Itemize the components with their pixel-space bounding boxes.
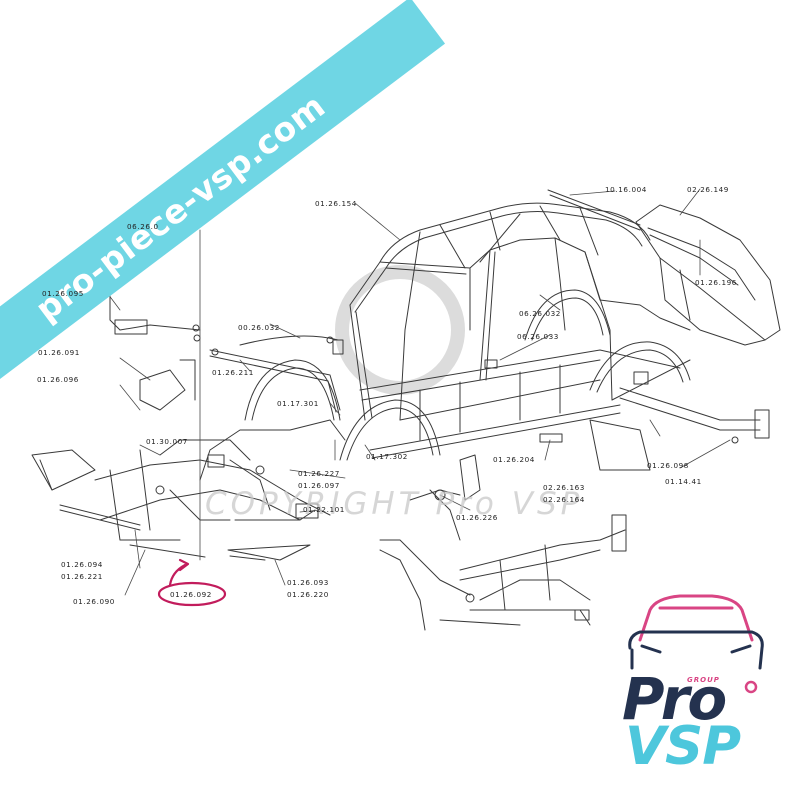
rear-subframe-drawing [379, 454, 627, 631]
part-label-01-22-101[interactable]: 01.22.101 [303, 505, 345, 514]
part-label-01-26-090[interactable]: 01.26.090 [73, 597, 115, 606]
part-label-01-26-094[interactable]: 01.26.094 [61, 560, 103, 569]
part-label-01-26-204[interactable]: 01.26.204 [493, 455, 535, 464]
part-label-01-26-221[interactable]: 01.26.221 [61, 572, 103, 581]
part-label-02-26-149[interactable]: 02.26.149 [687, 185, 729, 194]
part-label-01-30-007[interactable]: 01.30.007 [146, 437, 188, 446]
part-label-01-26-211[interactable]: 01.26.211 [212, 368, 254, 377]
part-label-01-26-098[interactable]: 01.26.098 [647, 461, 689, 470]
watermark-circle [335, 265, 465, 395]
logo-pro-text: Pro [622, 665, 727, 733]
part-label-02-26-164[interactable]: 02.26.164 [543, 495, 585, 504]
part-label-01-26-097[interactable]: 01.26.097 [298, 481, 340, 490]
part-label-06-26-032[interactable]: 06.26.032 [519, 309, 561, 318]
part-label-01-14-41[interactable]: 01.14.41 [665, 477, 702, 486]
leader-lines [104, 188, 731, 596]
copyright-watermark: COPYRIGHT Pro VSP [205, 486, 584, 522]
front-bar-drawing [209, 335, 341, 413]
part-label-06-26-033[interactable]: 06.26.033 [517, 332, 559, 341]
logo-car-drawing [628, 594, 764, 694]
part-label-01-26-226[interactable]: 01.26.226 [456, 513, 498, 522]
part-label-01-26-096[interactable]: 01.26.096 [37, 375, 79, 384]
part-label-06-26-0[interactable]: 06.26.0 [127, 222, 159, 231]
part-label-10-16-004[interactable]: 10.16.004 [605, 185, 647, 194]
part-label-01-26-092-highlighted[interactable]: 01.26.092 [170, 590, 212, 599]
rear-panel-drawing [547, 189, 781, 346]
part-label-01-17-302[interactable]: 01.17.302 [366, 452, 408, 461]
part-label-00-26-032[interactable]: 00.26.032 [238, 323, 280, 332]
part-label-01-26-093[interactable]: 01.26.093 [287, 578, 329, 587]
part-label-01-17-301[interactable]: 01.17.301 [277, 399, 319, 408]
highlight-marker [157, 558, 227, 607]
part-label-01-26-220[interactable]: 01.26.220 [287, 590, 329, 599]
roll-cage-drawing [244, 202, 691, 461]
part-label-01-26-091[interactable]: 01.26.091 [38, 348, 80, 357]
part-label-01-26-154[interactable]: 01.26.154 [315, 199, 357, 208]
logo-group-text: GROUP [687, 676, 720, 684]
part-label-01-26-095[interactable]: 01.26.095 [42, 289, 84, 298]
part-label-01-26-196[interactable]: 01.26.196 [695, 278, 737, 287]
part-label-01-26-227[interactable]: 01.26.227 [298, 469, 340, 478]
logo-vsp-text: VSP [625, 716, 741, 777]
rear-member-drawing [589, 387, 770, 471]
part-label-02-26-163[interactable]: 02.26.163 [543, 483, 585, 492]
